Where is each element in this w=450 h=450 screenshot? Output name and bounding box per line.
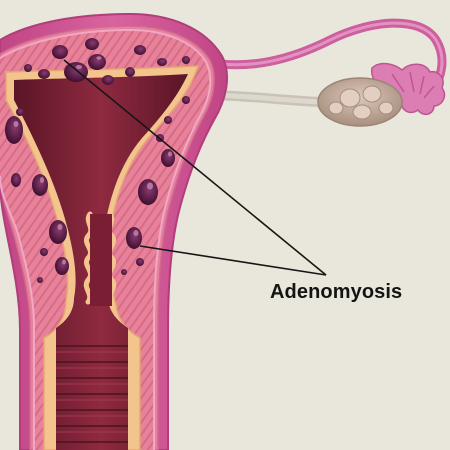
fallopian-tube xyxy=(200,18,447,116)
uterine-cavity xyxy=(5,65,200,450)
diagram-label: Adenomyosis xyxy=(270,281,403,303)
ovary xyxy=(200,77,403,127)
label-pointer-lines xyxy=(63,59,327,276)
adenomyosis-cysts xyxy=(5,38,190,283)
